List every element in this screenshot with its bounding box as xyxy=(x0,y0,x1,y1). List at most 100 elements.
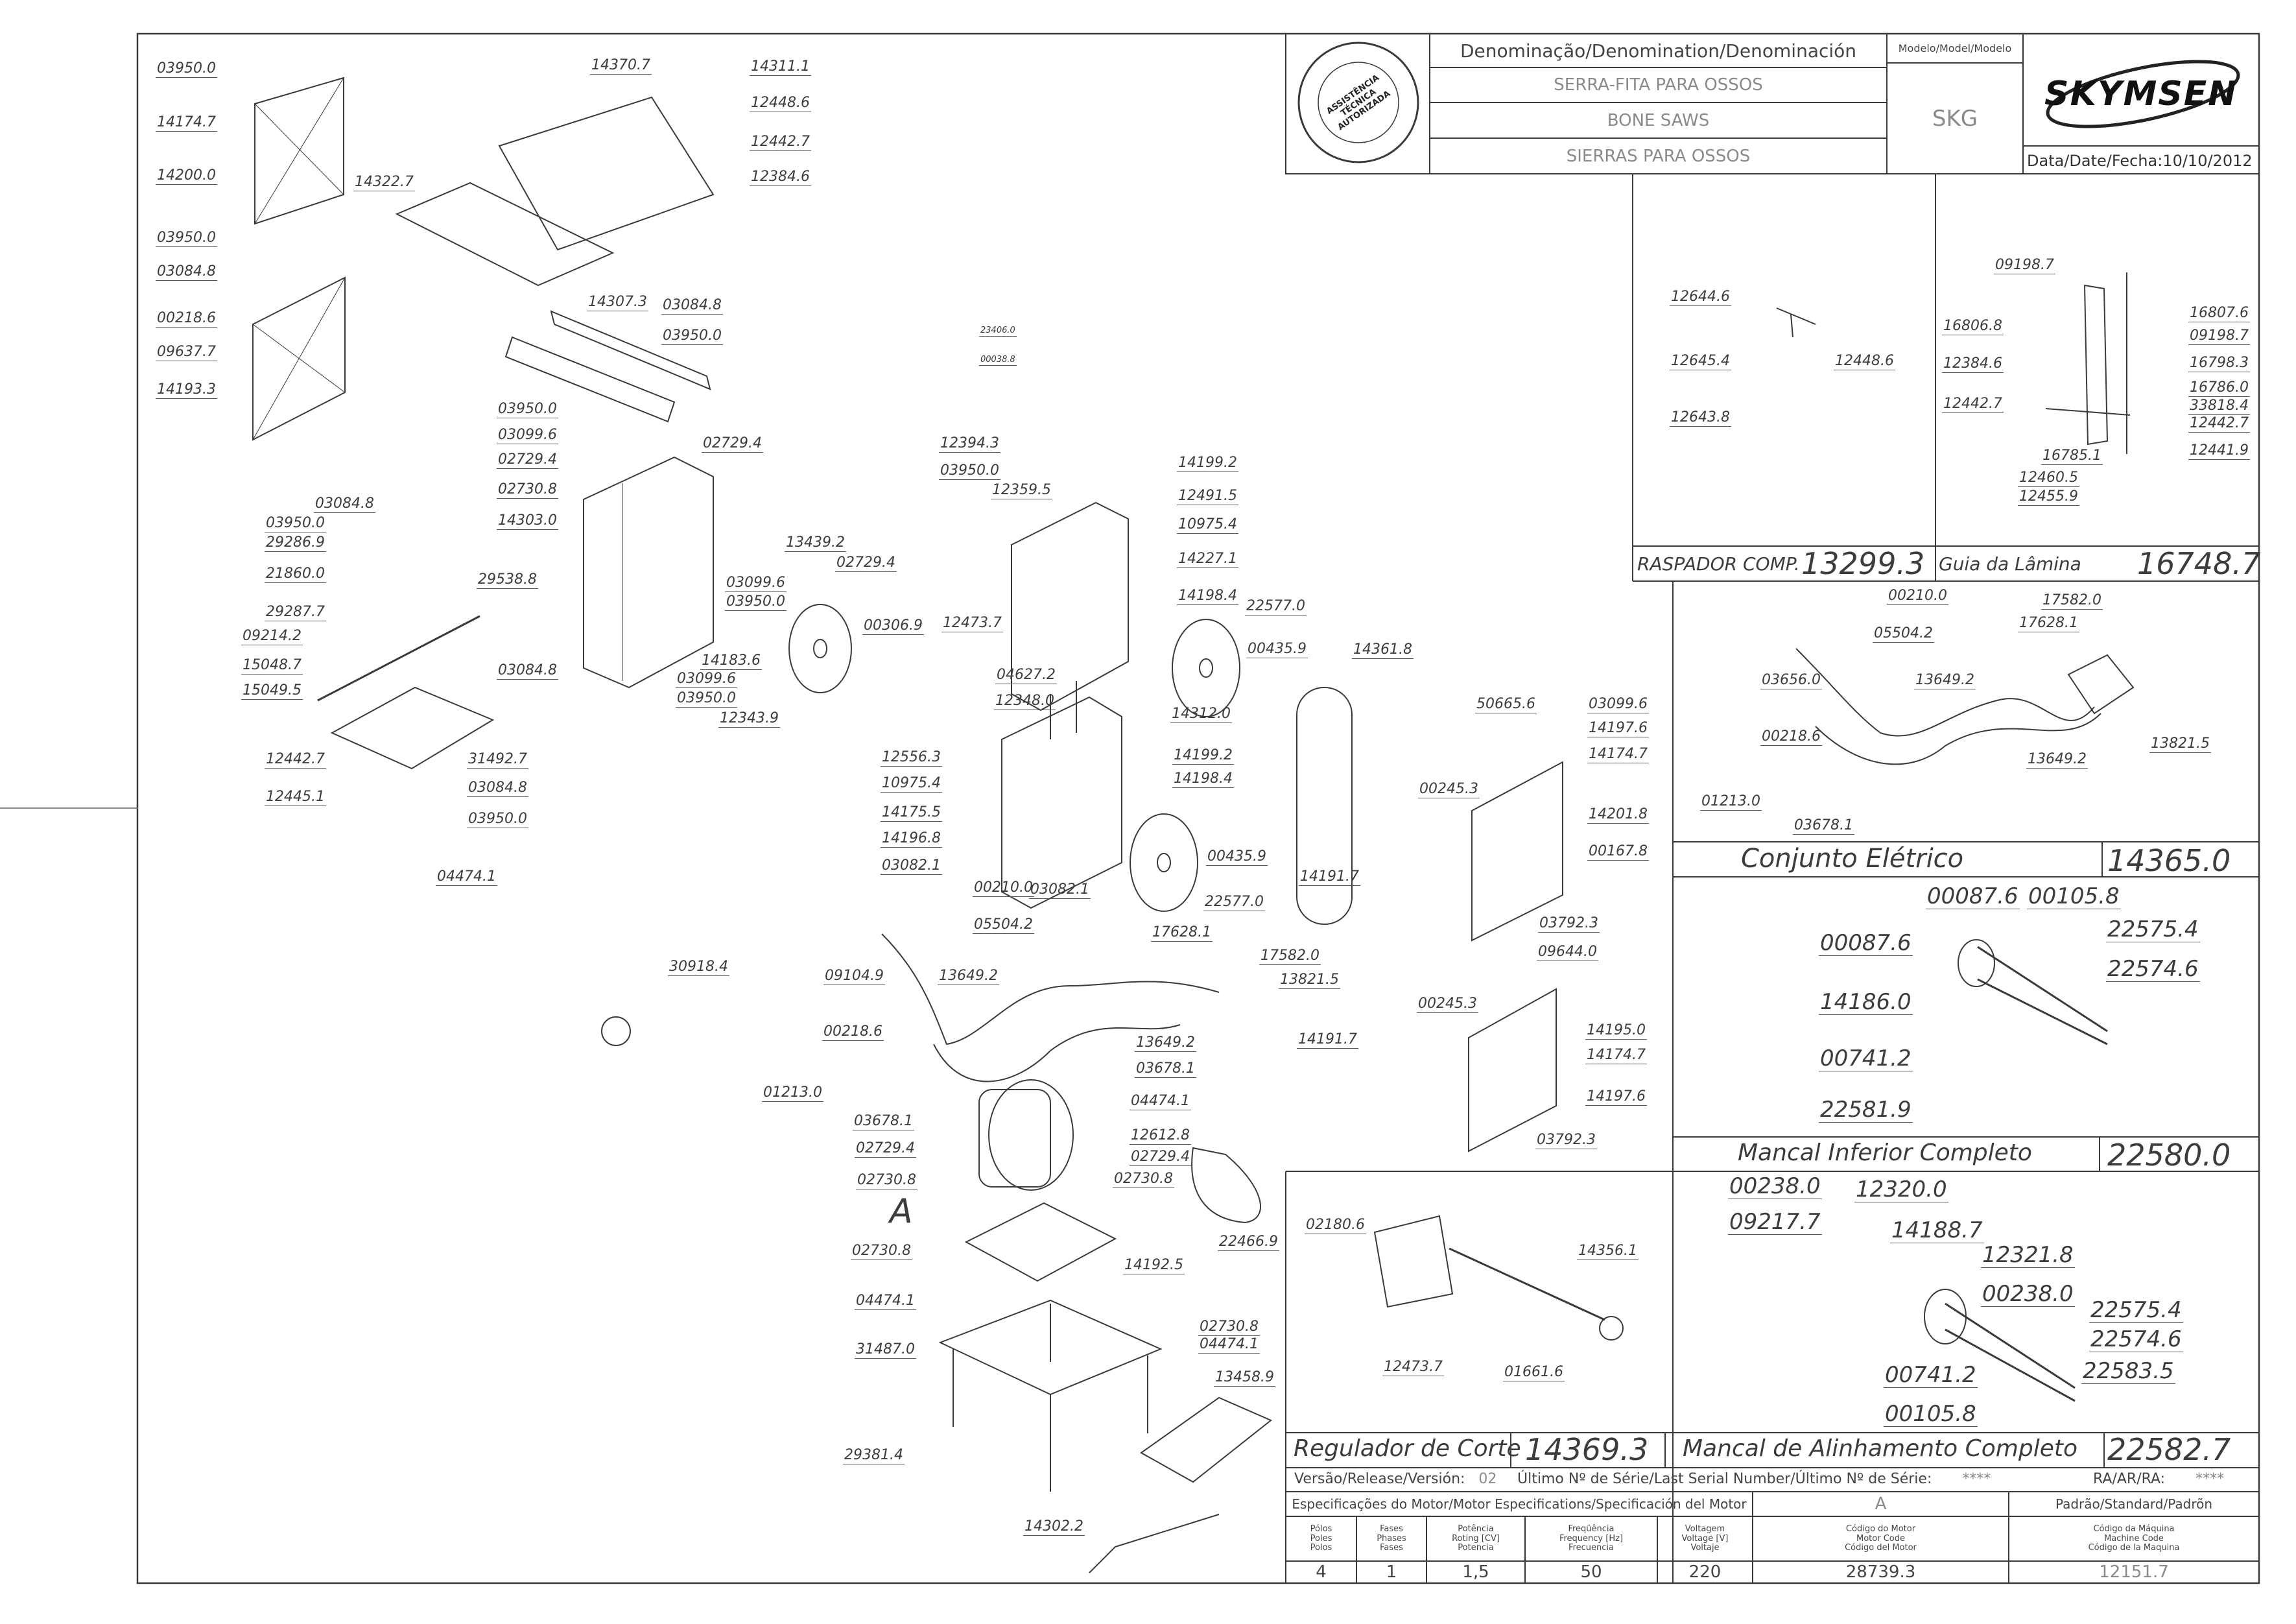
part-number-callout: 03950.0 xyxy=(676,690,737,708)
mancal-inferior-code: 22580.0 xyxy=(2107,1138,2231,1173)
part-number-callout: 00741.2 xyxy=(1819,1045,1913,1071)
part-number-callout: 14197.6 xyxy=(1587,720,1649,737)
part-number-callout: 00218.6 xyxy=(822,1023,884,1041)
part-number-callout: 03950.0 xyxy=(467,811,528,828)
release-row: Versão/Release/Versión: 02 xyxy=(1294,1472,1497,1487)
part-number-callout: 03792.3 xyxy=(1535,1132,1597,1149)
part-number-callout: 14200.0 xyxy=(156,167,217,185)
spec-value-motor-code: 28739.3 xyxy=(1845,1562,1916,1582)
mancal-alinhamento-code: 22582.7 xyxy=(2107,1432,2231,1467)
part-number-callout: 03950.0 xyxy=(939,462,1000,480)
part-number-callout: 12556.3 xyxy=(881,749,942,767)
brand-logo: SKYMSEN xyxy=(2044,75,2238,113)
part-number-callout: 03082.1 xyxy=(881,857,942,875)
motor-specs-title: Especificações do Motor/Motor Especifica… xyxy=(1292,1496,1747,1512)
part-number-callout: 03950.0 xyxy=(725,593,787,611)
part-number-callout: 14312.0 xyxy=(1170,706,1232,723)
part-number-callout: 13439.2 xyxy=(785,534,846,552)
part-number-callout: 03792.3 xyxy=(1538,915,1600,933)
regulador-code: 14369.3 xyxy=(1525,1432,1649,1467)
part-number-callout: 12442.7 xyxy=(1942,396,2004,413)
part-number-callout: 13458.9 xyxy=(1214,1369,1275,1387)
part-number-callout: 12460.5 xyxy=(2018,470,2079,487)
part-number-callout: 12612.8 xyxy=(1130,1127,1191,1145)
guia-code: 16748.7 xyxy=(2137,546,2261,581)
motor-view-letter: A xyxy=(890,1192,913,1231)
part-number-callout: 01213.0 xyxy=(762,1084,823,1102)
part-number-callout: 12448.6 xyxy=(1834,353,1895,370)
part-number-callout: 14302.2 xyxy=(1023,1518,1085,1536)
part-number-callout: 12442.7 xyxy=(2188,415,2250,433)
part-number-callout: 14188.7 xyxy=(1890,1217,1984,1243)
part-number-callout: 12442.7 xyxy=(750,134,811,151)
part-number-callout: 21860.0 xyxy=(265,566,326,583)
part-number-callout: 22575.4 xyxy=(2089,1297,2183,1323)
ra-row: RA/AR/RA: **** xyxy=(2093,1472,2224,1487)
part-number-callout: 03084.8 xyxy=(497,662,558,680)
part-number-callout: 12473.7 xyxy=(1382,1359,1444,1376)
part-number-callout: 03084.8 xyxy=(314,496,375,513)
part-number-callout: 12442.7 xyxy=(265,751,326,769)
part-number-callout: 17582.0 xyxy=(1259,948,1321,965)
part-number-callout: 00210.0 xyxy=(973,879,1034,897)
part-number-callout: 09104.9 xyxy=(823,968,885,985)
part-number-callout: 09214.2 xyxy=(241,628,303,645)
part-number-callout: 15048.7 xyxy=(241,657,303,675)
part-number-callout: 13649.2 xyxy=(1914,672,1976,689)
part-number-callout: 50665.6 xyxy=(1475,696,1537,713)
part-number-callout: 14370.7 xyxy=(590,57,652,75)
part-number-callout: 03656.0 xyxy=(1760,672,1822,689)
date-value: 10/10/2012 xyxy=(2162,152,2253,170)
part-number-callout: 13649.2 xyxy=(1135,1034,1196,1052)
part-number-callout: 03678.1 xyxy=(853,1113,914,1130)
date-label: Data/Date/Fecha: xyxy=(2027,152,2163,170)
part-number-callout: 12321.8 xyxy=(1981,1242,2075,1268)
part-number-callout: 30918.4 xyxy=(668,959,729,976)
part-number-callout: 02729.4 xyxy=(855,1140,916,1158)
part-number-callout: 12394.3 xyxy=(939,435,1000,453)
guia-label: Guia da Lâmina xyxy=(1939,553,2081,575)
part-number-callout: 00105.8 xyxy=(2027,883,2121,909)
part-number-callout: 22575.4 xyxy=(2106,916,2200,942)
product-name-pt: SERRA-FITA PARA OSSOS xyxy=(1554,75,1763,95)
part-number-callout: 14303.0 xyxy=(497,512,558,530)
part-number-callout: 14201.8 xyxy=(1587,806,1649,824)
part-number-callout: 14174.7 xyxy=(156,114,217,132)
part-number-callout: 14197.6 xyxy=(1585,1088,1647,1106)
eletrico-label: Conjunto Elétrico xyxy=(1741,844,1964,874)
part-number-callout: 00105.8 xyxy=(1884,1401,1978,1427)
part-number-callout: 12441.9 xyxy=(2188,442,2250,460)
part-number-callout: 12384.6 xyxy=(750,169,811,186)
part-number-callout: 12359.5 xyxy=(991,482,1052,499)
part-number-callout: 14175.5 xyxy=(881,804,942,822)
part-number-callout: 03099.6 xyxy=(676,671,737,688)
product-name-en: BONE SAWS xyxy=(1607,110,1710,130)
part-number-callout: 12320.0 xyxy=(1854,1176,1948,1202)
part-number-callout: 00087.6 xyxy=(1926,883,2020,909)
model-value: SKG xyxy=(1932,105,1978,132)
part-number-callout: 29538.8 xyxy=(477,571,538,589)
part-number-callout: 22583.5 xyxy=(2081,1358,2175,1384)
part-number-callout: 00245.3 xyxy=(1417,996,1478,1013)
part-number-callout: 03950.0 xyxy=(265,515,326,532)
part-number-callout: 14193.3 xyxy=(156,381,217,399)
motor-specs-standard: Padrão/Standard/Padrõn xyxy=(2055,1496,2213,1512)
part-number-callout: 29286.9 xyxy=(265,534,326,552)
part-number-callout: 16806.8 xyxy=(1942,318,2004,335)
part-number-callout: 14191.7 xyxy=(1297,1031,1358,1049)
spec-value-phases: 1 xyxy=(1386,1562,1397,1582)
part-number-callout: 17582.0 xyxy=(2041,592,2103,610)
part-number-callout: 02730.8 xyxy=(1113,1171,1174,1188)
part-number-callout: 17628.1 xyxy=(1151,924,1213,942)
part-number-callout: 14198.4 xyxy=(1177,588,1238,605)
part-number-callout: 00167.8 xyxy=(1587,843,1649,861)
part-number-callout: 31492.7 xyxy=(467,751,528,769)
part-number-callout: 12643.8 xyxy=(1670,409,1731,427)
part-number-callout: 03082.1 xyxy=(1029,881,1091,899)
part-number-callout: 09644.0 xyxy=(1537,944,1598,961)
raspador-label: RASPADOR COMP. xyxy=(1637,553,1800,575)
